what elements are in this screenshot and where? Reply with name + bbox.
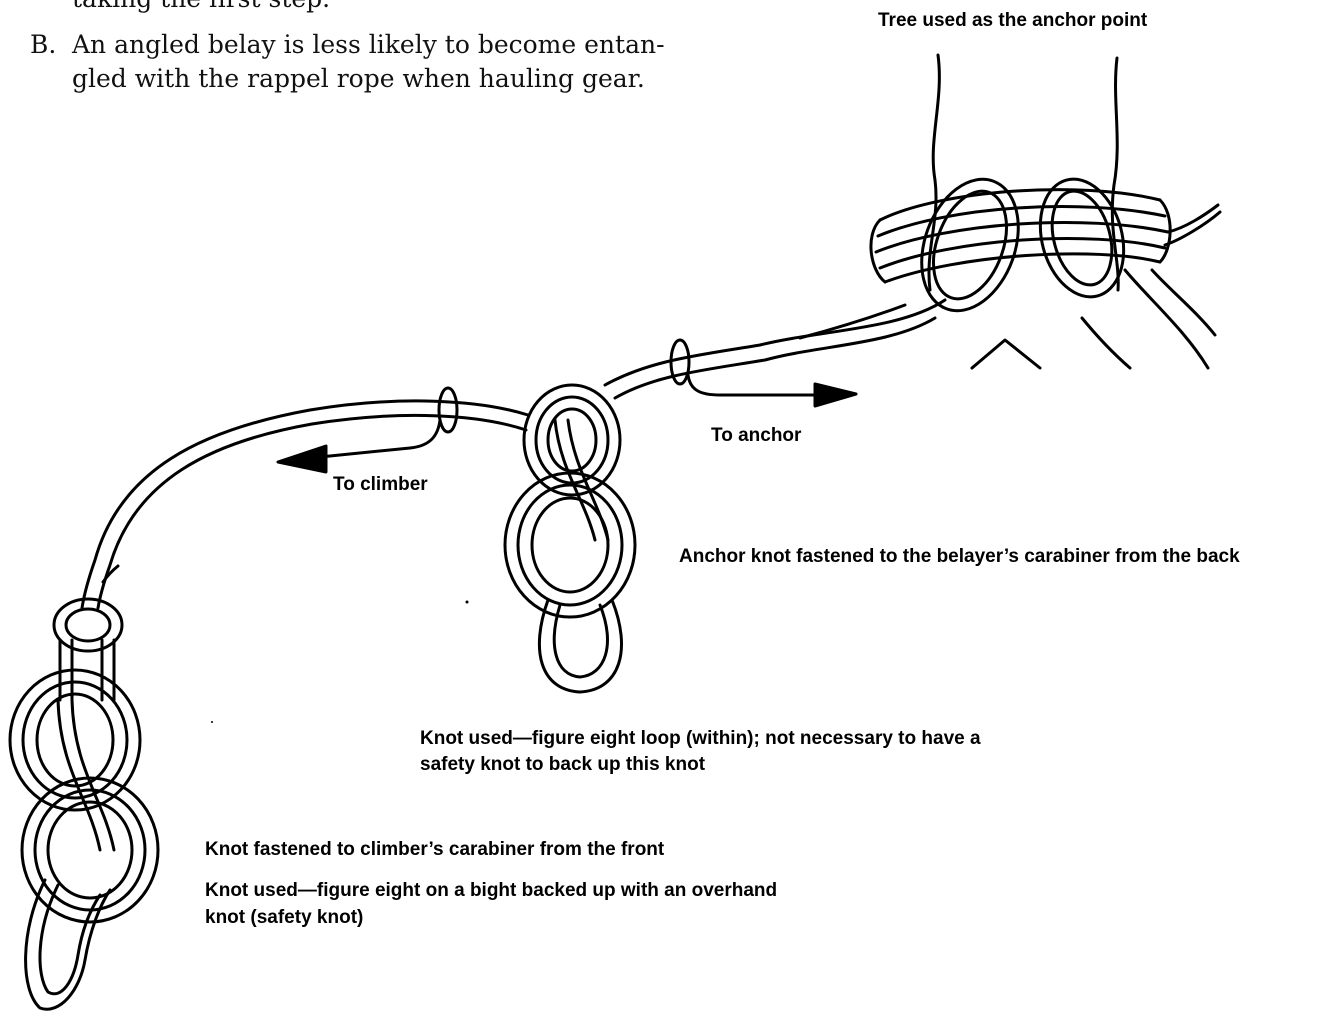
tree-wraps [871, 166, 1220, 325]
middle-knot-used-label-line-2: safety knot to back up this knot [420, 751, 705, 778]
middle-knot-used-label-line-1: Knot used—figure eight loop (within); no… [420, 725, 981, 752]
to-climber-arrow [278, 420, 440, 472]
speck [211, 721, 213, 723]
lower-figure-eight-knot [10, 566, 158, 1009]
to-climber-label: To climber [333, 471, 428, 498]
lower-knot-used-label-line-2: knot (safety knot) [205, 904, 363, 931]
to-anchor-arrow [688, 375, 856, 406]
list-item-b-line-2: gled with the rappel rope when hauling g… [72, 62, 645, 96]
list-item-b-marker: B. [30, 28, 56, 62]
rope-climber-segment [82, 388, 528, 608]
to-anchor-label: To anchor [711, 422, 801, 449]
speck [466, 601, 469, 604]
tree-anchor-label: Tree used as the anchor point [878, 7, 1147, 34]
climber-knot-label: Knot fastened to climber’s carabiner fro… [205, 836, 664, 863]
top-fragment-text: taking the first step. [72, 0, 330, 16]
lower-knot-used-label-line-1: Knot used—figure eight on a bight backed… [205, 877, 777, 904]
rope-anchor-segment [605, 300, 945, 398]
anchor-knot-label: Anchor knot fastened to the belayer’s ca… [679, 543, 1240, 570]
list-item-b-line-1: An angled belay is less likely to become… [72, 28, 665, 62]
